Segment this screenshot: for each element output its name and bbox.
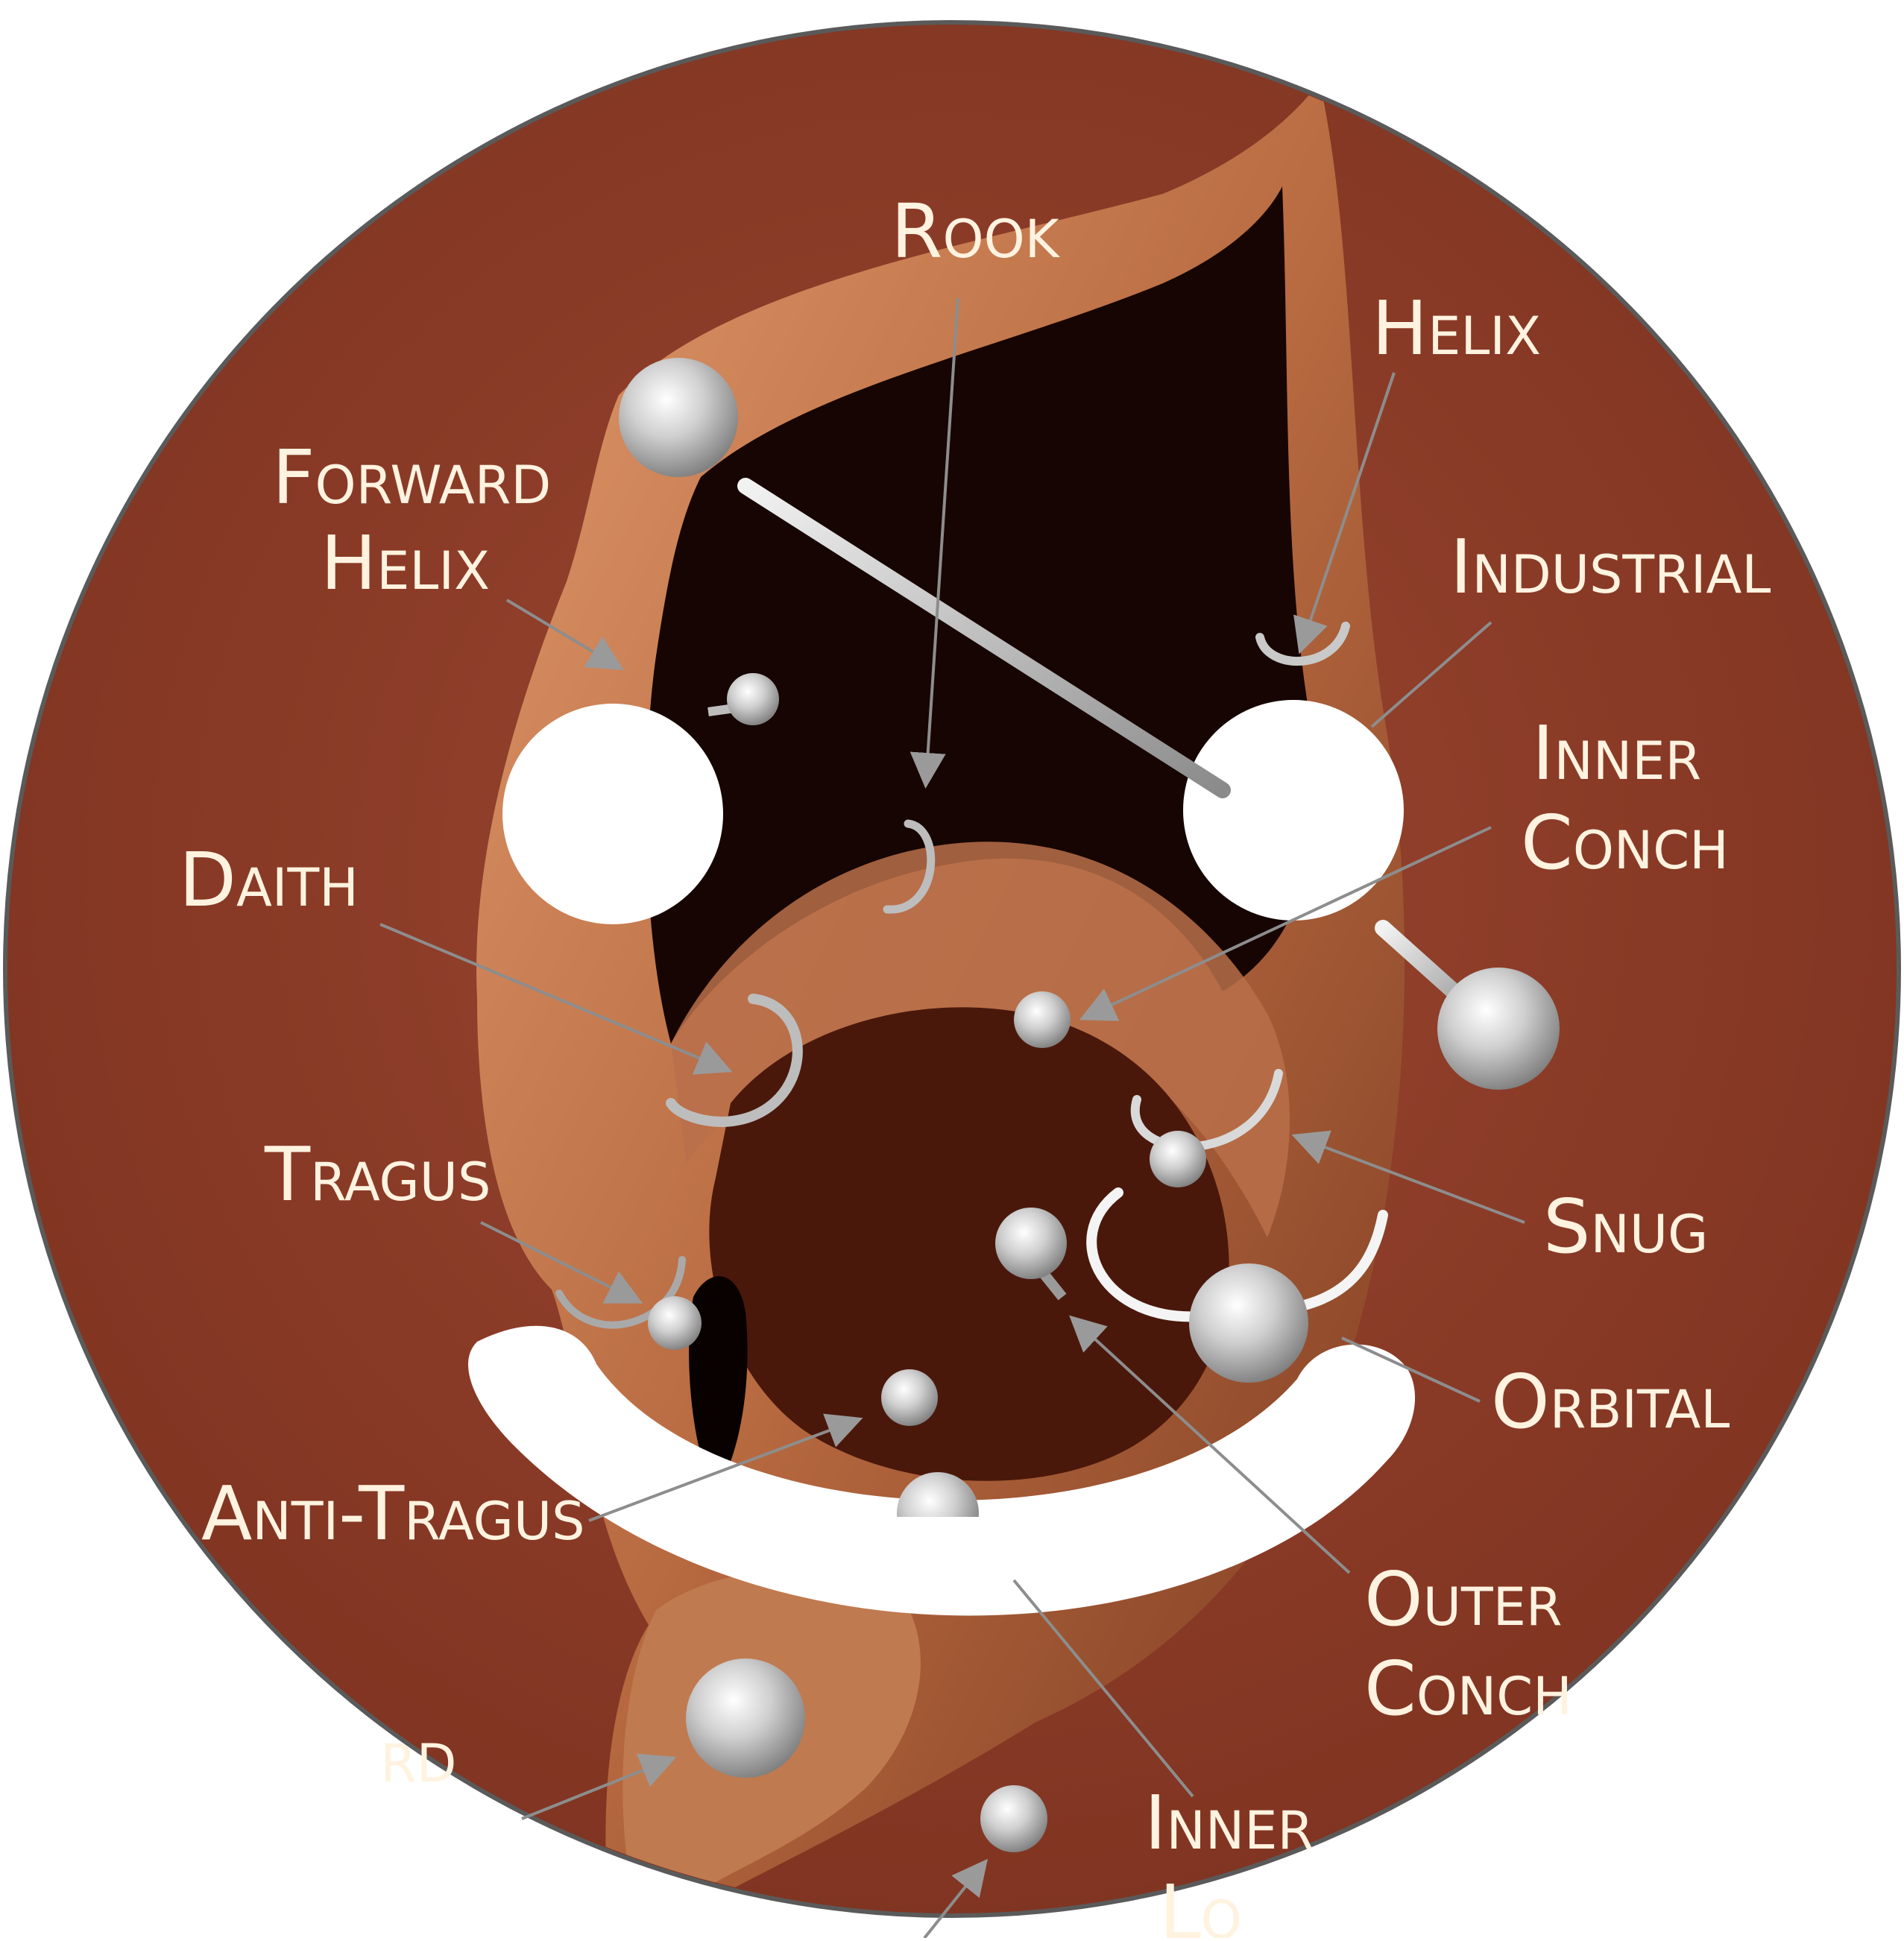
tragus-ring bbox=[555, 1256, 686, 1329]
tragus-leader bbox=[480, 1221, 643, 1304]
lobe-stud bbox=[686, 1658, 805, 1778]
outer-conch-stud bbox=[995, 1208, 1067, 1279]
label-tragus: Tragus bbox=[264, 1131, 491, 1218]
orbital-leader bbox=[1341, 1336, 1481, 1403]
lobe-leader bbox=[521, 1753, 677, 1820]
label-forward-helix-1: Forward bbox=[272, 434, 551, 521]
snug-ball bbox=[1150, 1131, 1206, 1187]
tragus-ball bbox=[648, 1296, 702, 1350]
anti-tragus-stud bbox=[881, 1369, 938, 1426]
helix-ring bbox=[1255, 622, 1350, 666]
industrial-ball-top bbox=[619, 358, 738, 477]
left-eye-cutout bbox=[502, 704, 723, 924]
label-industrial: Industrial bbox=[1450, 523, 1771, 610]
label-anti-tragus: Anti-Tragus bbox=[201, 1470, 585, 1557]
snug-leader bbox=[1291, 1130, 1525, 1224]
industrial-bar bbox=[737, 478, 1231, 798]
label-snug: Snug bbox=[1543, 1183, 1708, 1270]
inner-lobe-leader bbox=[1012, 1579, 1194, 1798]
orbital-ball bbox=[1189, 1263, 1308, 1383]
forward-helix-leader bbox=[505, 599, 624, 671]
label-inner-conch-1: Inner bbox=[1532, 710, 1701, 797]
helix-leader bbox=[1293, 372, 1396, 654]
labels: Rook Helix Forward Helix Industrial Inne… bbox=[179, 188, 1771, 1941]
label-orbital: Orbital bbox=[1491, 1358, 1730, 1445]
lower-leader bbox=[923, 1858, 988, 1940]
right-eye-cutout bbox=[1183, 700, 1404, 921]
inner-conch-stud bbox=[1014, 991, 1071, 1048]
concha-bowl bbox=[709, 1007, 1229, 1481]
daith-leader bbox=[379, 923, 733, 1075]
label-outer-conch-1: Outer bbox=[1364, 1556, 1563, 1643]
ear-canal bbox=[689, 1276, 748, 1491]
label-forward-helix-2: Helix bbox=[321, 520, 490, 607]
antihelix-ridge bbox=[671, 842, 1290, 1237]
smile-cutout-cover bbox=[857, 1517, 1021, 1562]
lower-lobe-stud bbox=[980, 1785, 1047, 1852]
rook-ring bbox=[883, 819, 936, 914]
inner-conch-leader bbox=[1079, 826, 1492, 1021]
ear-inner-shadow bbox=[646, 186, 1316, 1044]
anti-tragus-leader bbox=[588, 1413, 863, 1522]
label-inner-lobe-2: Lo bbox=[1159, 1869, 1242, 1938]
label-outer-conch-2: Conch bbox=[1364, 1645, 1572, 1732]
label-helix: Helix bbox=[1372, 285, 1541, 372]
daith-ring bbox=[666, 994, 803, 1128]
label-inner-lobe-1: Inner bbox=[1144, 1779, 1314, 1866]
label-inner-conch-2: Conch bbox=[1521, 799, 1729, 886]
leader-lines bbox=[379, 297, 1525, 1940]
industrial-leader bbox=[1370, 621, 1492, 728]
label-rook: Rook bbox=[891, 188, 1061, 275]
rook-leader bbox=[910, 297, 959, 789]
label-partial-left: rd bbox=[380, 1712, 457, 1799]
smile-cutout bbox=[468, 1325, 1416, 1616]
outer-conch-leader bbox=[1069, 1315, 1351, 1574]
industrial-ball-bottom bbox=[1437, 968, 1560, 1090]
label-daith: Daith bbox=[179, 836, 359, 924]
forward-helix-stud bbox=[727, 673, 779, 725]
